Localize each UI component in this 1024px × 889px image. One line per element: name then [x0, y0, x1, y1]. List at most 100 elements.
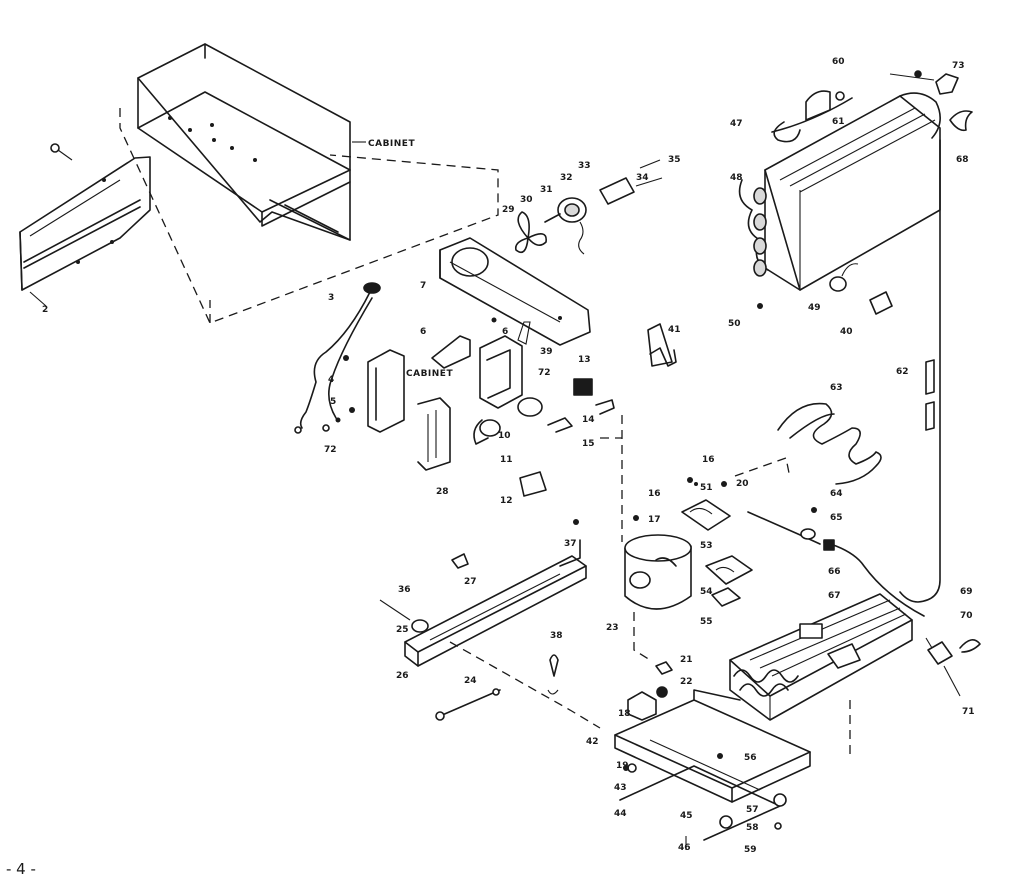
- label-26: 26: [396, 671, 409, 681]
- label-4: 4: [328, 375, 334, 385]
- base-rail-part: [404, 519, 587, 667]
- cabinet-box-part: [137, 43, 366, 241]
- compressor-bracket-part: [633, 477, 753, 607]
- label-43: 43: [614, 783, 627, 793]
- label-24: 24: [464, 676, 477, 686]
- label-14: 14: [582, 415, 595, 425]
- bracket-41-part: [649, 347, 677, 367]
- top-right-fittings: [889, 70, 973, 132]
- label-50: 50: [728, 319, 741, 329]
- screws: [335, 303, 763, 771]
- fan-motor-part: [544, 159, 663, 255]
- label-57: 57: [746, 805, 759, 815]
- label-2: 2: [42, 305, 48, 315]
- thermostat-part: [367, 349, 451, 471]
- label-6a: 6: [420, 327, 426, 337]
- fan-blade-part: [514, 211, 547, 254]
- side-panel-part: [19, 143, 151, 307]
- label-cabinet-mid: CABINET: [406, 369, 453, 379]
- label-10: 10: [498, 431, 511, 441]
- label-72a: 72: [538, 368, 551, 378]
- label-58: 58: [746, 823, 759, 833]
- label-36: 36: [398, 585, 411, 595]
- control-housing-part: [431, 321, 531, 409]
- label-28b: 37: [564, 539, 577, 549]
- label-27: 27: [464, 577, 477, 587]
- relay-part: [547, 378, 615, 433]
- label-12: 12: [500, 496, 513, 506]
- label-35: 35: [668, 155, 681, 165]
- label-61: 61: [832, 117, 845, 127]
- label-65: 65: [830, 513, 843, 523]
- label-69: 69: [960, 587, 973, 597]
- label-11: 11: [500, 455, 513, 465]
- label-42: 42: [586, 737, 599, 747]
- label-32: 32: [560, 173, 573, 183]
- heater-coil-part: [777, 402, 882, 485]
- label-49: 49: [808, 303, 821, 313]
- label-41: 41: [668, 325, 681, 335]
- label-46: 46: [678, 843, 691, 853]
- page-number: - 4 -: [6, 860, 36, 878]
- label-3: 3: [328, 293, 334, 303]
- label-22: 22: [680, 677, 693, 687]
- label-29: 29: [502, 205, 515, 215]
- compressor-part: [624, 534, 692, 610]
- label-30: 30: [520, 195, 533, 205]
- bottom-frame-part: [614, 661, 811, 850]
- label-15: 15: [582, 439, 595, 449]
- label-18: 18: [618, 709, 631, 719]
- label-56: 56: [744, 753, 757, 763]
- label-70: 70: [960, 611, 973, 621]
- capillary-tube-part: [747, 507, 925, 617]
- label-cabinet-top: CABINET: [368, 139, 415, 149]
- defrost-thermostat-part: [925, 637, 981, 697]
- evaporator-part: [738, 90, 941, 315]
- label-68: 68: [956, 155, 969, 165]
- part-labels: CABINET CABINET 2 3 4 5 6 6 7 10 11 12 1…: [42, 57, 975, 855]
- label-66: 66: [828, 567, 841, 577]
- label-45: 45: [680, 811, 693, 821]
- rail-small-parts: [379, 553, 559, 695]
- label-60: 60: [832, 57, 845, 67]
- label-7: 7: [420, 281, 426, 291]
- label-5: 5: [330, 397, 336, 407]
- label-13: 13: [578, 355, 591, 365]
- label-44: 44: [614, 809, 627, 819]
- label-62: 62: [896, 367, 909, 377]
- label-38: 38: [550, 631, 563, 641]
- label-20: 20: [736, 479, 749, 489]
- label-28a: 28: [436, 487, 449, 497]
- label-54: 54: [700, 587, 713, 597]
- drain-tube-part: [435, 688, 501, 721]
- label-16b: 16: [702, 455, 715, 465]
- wire-harness-part: [294, 282, 381, 434]
- label-63: 63: [830, 383, 843, 393]
- label-73: 73: [952, 61, 965, 71]
- label-23: 23: [606, 623, 619, 633]
- label-17: 17: [648, 515, 661, 525]
- condenser-part: [729, 593, 913, 721]
- label-31: 31: [540, 185, 553, 195]
- label-71: 71: [962, 707, 975, 717]
- fan-bracket-part: [439, 237, 591, 346]
- label-33: 33: [578, 161, 591, 171]
- label-39: 39: [540, 347, 553, 357]
- label-51: 51: [700, 483, 713, 493]
- label-6b: 6: [502, 327, 508, 337]
- label-59: 59: [744, 845, 757, 855]
- label-53: 53: [700, 541, 713, 551]
- label-47: 47: [730, 119, 743, 129]
- drain-pan-tube-part: [899, 139, 941, 603]
- label-40: 40: [840, 327, 853, 337]
- label-67: 67: [828, 591, 841, 601]
- label-55: 55: [700, 617, 713, 627]
- label-48: 48: [730, 173, 743, 183]
- capacitor-part: [473, 397, 543, 445]
- label-72b: 72: [324, 445, 337, 455]
- label-21: 21: [680, 655, 693, 665]
- label-34: 34: [636, 173, 649, 183]
- label-25: 25: [396, 625, 409, 635]
- label-64: 64: [830, 489, 843, 499]
